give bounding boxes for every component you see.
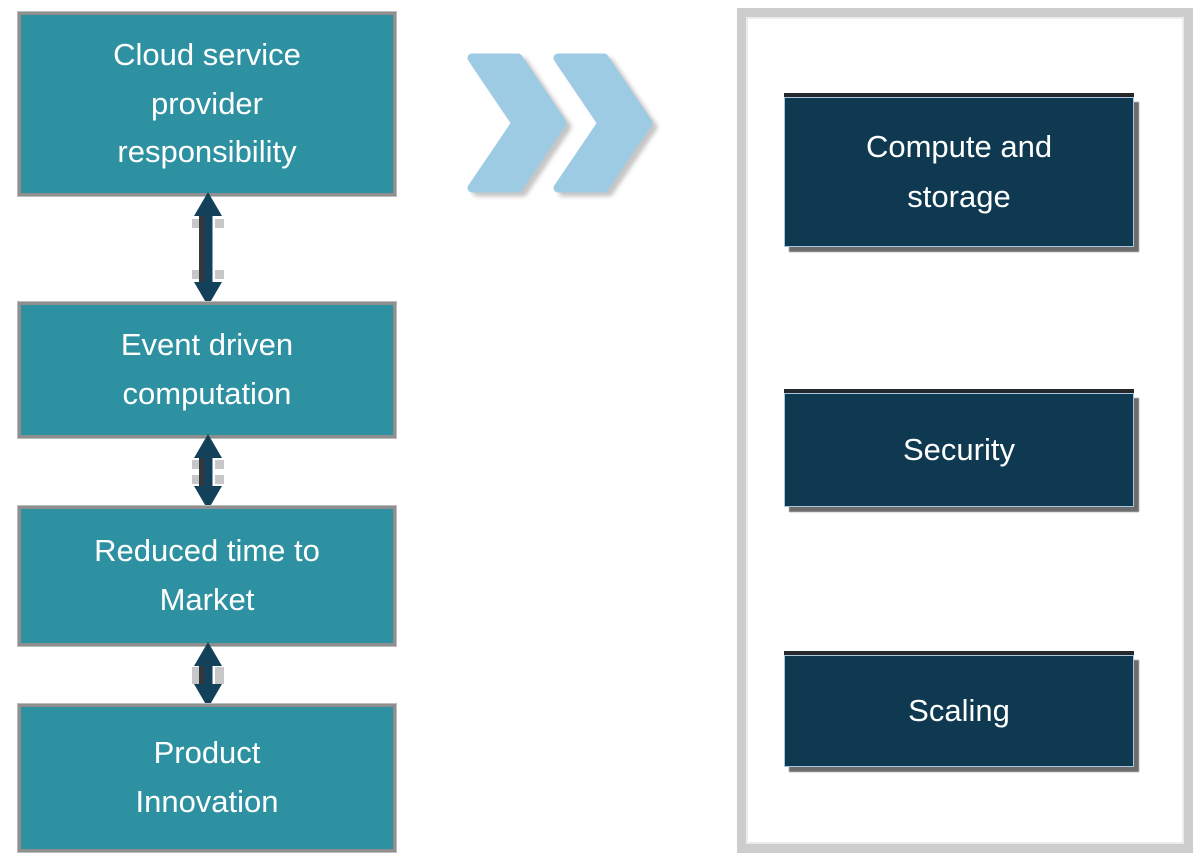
double-headed-arrow-icon [188,434,228,510]
double-headed-arrow-icon [188,192,228,306]
flow-box-reduced-time-to-market: Reduced time to Market [18,506,396,646]
flow-box-label: Reduced time to Market [94,533,320,617]
flow-box-label: Event driven computation [120,327,294,411]
right-panel-frame: Compute and storage Security Scaling [737,8,1193,853]
panel-box-compute-and-storage: Compute and storage [784,97,1134,247]
double-headed-arrow-icon [188,642,228,708]
flow-box-label: Cloud service provider responsibility [113,36,301,170]
flow-box-product-innovation: Product Innovation [18,704,396,852]
panel-box-label: Scaling [908,693,1010,729]
panel-box-label: Compute and storage [865,129,1053,214]
flow-box-cloud-service-provider-responsibility: Cloud service provider responsibility [18,12,396,196]
panel-box-security: Security [784,393,1134,507]
panel-box-scaling: Scaling [784,655,1134,767]
flow-box-event-driven-computation: Event driven computation [18,302,396,438]
fast-forward-chevrons-icon [462,52,667,194]
flow-box-label: Product Innovation [135,735,279,819]
panel-box-label: Security [903,432,1015,468]
